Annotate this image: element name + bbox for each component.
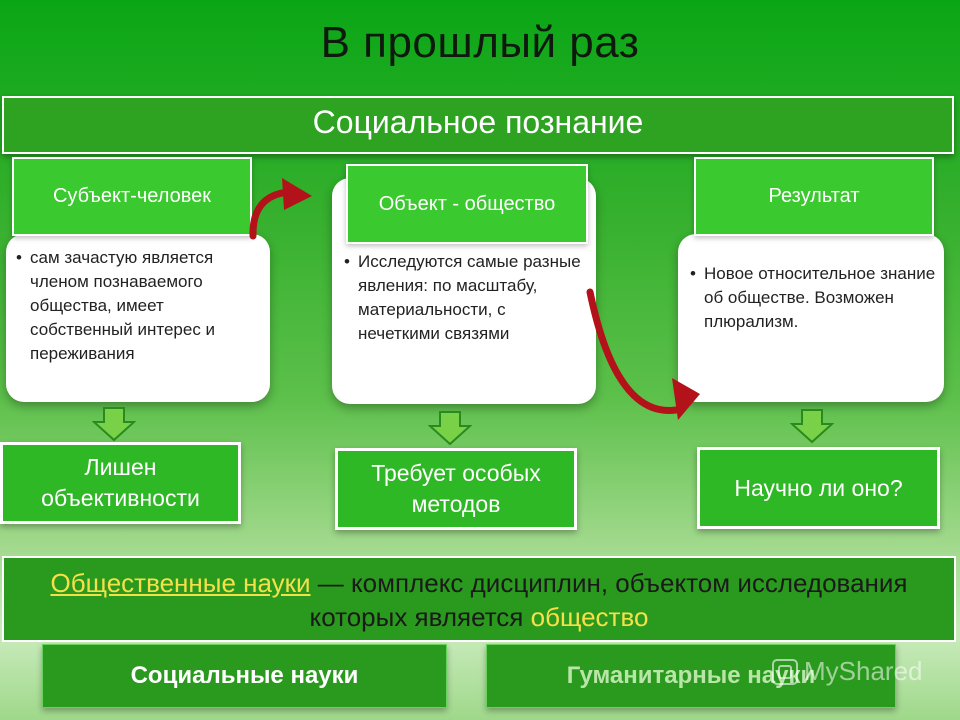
watermark-text: MyShared [804,656,923,686]
card-result-bullet: Новое относительное знание об обществе. … [690,262,936,334]
arrow-down-icon [92,407,136,442]
definition-text: Общественные науки — комплекс дисциплин,… [14,566,944,634]
conclusion-object: Требует особых методов [335,448,577,530]
header-object: Объект - общество [346,164,588,244]
conclusion-subject: Лишен объективности [0,442,241,524]
card-subject-bullet: сам зачастую является членом познаваемог… [16,246,262,366]
card-result: Новое относительное знание об обществе. … [678,234,944,402]
subtitle-text: Социальное познание [312,104,644,140]
definition-object: общество [530,602,649,632]
conclusion-result: Научно ли оно? [697,447,940,529]
arrow-subject-to-object [249,178,312,240]
card-subject: сам зачастую является членом познаваемог… [6,234,270,402]
social-sciences-box: Социальные науки [42,644,447,708]
definition-bar: Общественные науки — комплекс дисциплин,… [2,556,956,642]
watermark-logo-icon [772,658,798,685]
card-object-bullet: Исследуются самые разные явления: по мас… [344,250,588,346]
definition-term: Общественные науки [50,568,311,598]
header-result: Результат [694,157,934,236]
slide-title: В прошлый раз [320,18,640,67]
arrow-down-icon [790,409,834,444]
definition-dash: — [310,568,352,598]
watermark: MyShared [770,656,923,687]
arrow-down-icon [428,411,472,446]
header-subject: Субъект-человек [12,157,252,236]
subtitle-bar: Социальное познание [2,96,954,154]
definition-body: комплекс дисциплин, объектом исследовани… [309,568,908,632]
